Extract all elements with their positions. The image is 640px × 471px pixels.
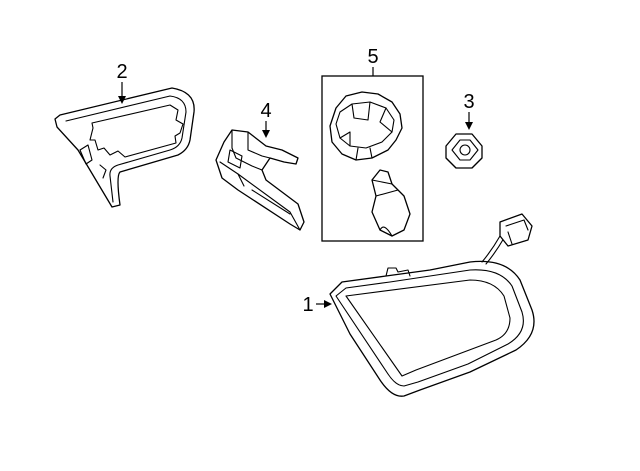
bulb xyxy=(371,169,411,237)
callout-label-2: 2 xyxy=(116,61,127,83)
callout-5: 5 xyxy=(367,46,379,76)
callout-label-3: 3 xyxy=(463,91,474,113)
callout-4: 4 xyxy=(260,100,272,138)
part-5-socket-and-bulb xyxy=(321,75,424,242)
callout-label-4: 4 xyxy=(260,100,271,122)
part-3-nut xyxy=(445,133,483,169)
part-4-bracket xyxy=(215,129,305,231)
bulb-socket xyxy=(329,91,403,161)
callout-3: 3 xyxy=(463,91,475,130)
callout-label-1: 1 xyxy=(302,294,313,316)
part-2-trim-panel xyxy=(54,87,195,208)
callout-1: 1 xyxy=(302,294,332,316)
callout-label-5: 5 xyxy=(367,46,378,68)
part-1-lamp-assembly xyxy=(329,213,535,397)
callout-2: 2 xyxy=(116,61,128,104)
